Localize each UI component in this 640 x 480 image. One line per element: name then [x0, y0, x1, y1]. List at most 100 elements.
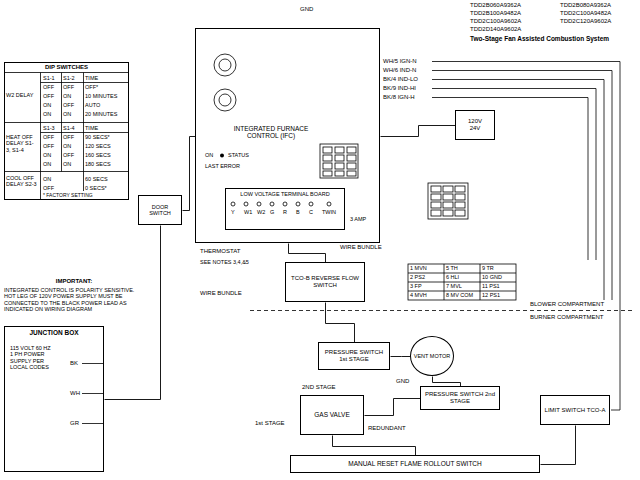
note-text: INTEGRATED CONTROL IS POLARITY SENSITIVE… — [4, 287, 144, 312]
table-cell: ON — [63, 111, 71, 117]
ground-label: GND — [396, 378, 409, 385]
limit-switch: LIMIT SWITCH TCO-A — [540, 395, 610, 425]
wire-label: WH/5 IGN-N — [383, 58, 417, 65]
wire-color: WH — [70, 390, 80, 397]
transformer: 120V24V — [455, 110, 495, 140]
table-cell: 90 SECS* — [85, 134, 110, 140]
supply-label: 115 VOLT 60 HZ 1 PH POWER SUPPLY PER LOC… — [10, 345, 55, 370]
node-text: JUNCTION BOX — [29, 329, 78, 336]
model-number: TDD2C100A9602A — [470, 18, 521, 25]
terminal-name: B — [296, 209, 300, 215]
diagram-title: Two-Stage Fan Assisted Combustion System — [470, 35, 609, 42]
model-number: TDD2D140A9602A — [470, 26, 521, 33]
terminal-name: G — [270, 209, 274, 215]
wire-connector — [391, 356, 411, 357]
gas-valve: GAS VALVE — [300, 395, 364, 435]
table-note: * FACTORY SETTING — [43, 193, 93, 199]
valve-label: REDUNDANT — [368, 425, 406, 432]
table-cell: ON — [63, 161, 71, 167]
pin-cell: 4 MVH — [410, 292, 427, 298]
pin-cell: 8 MV COM — [446, 292, 473, 298]
table-cell: S1-3 — [43, 125, 55, 131]
table-cell: 60 SECS — [85, 176, 108, 182]
table-cell: OFF* — [85, 84, 98, 90]
node-text: 120V — [468, 118, 482, 125]
table-cell: 180 SECS — [85, 161, 111, 167]
led-label: STATUS — [228, 152, 249, 158]
wire-connector — [326, 303, 355, 343]
terminal-name: W2 — [257, 209, 265, 215]
model-number: TDD2B100A9482A — [470, 10, 521, 17]
model-number: TDD2C120A9602A — [560, 18, 611, 25]
table-cell: OFF — [63, 152, 74, 158]
table-cell: OFF — [43, 185, 54, 191]
wire-connector — [381, 126, 456, 137]
wire-connector — [365, 399, 421, 416]
wire-connector — [105, 226, 161, 400]
table-cell: S1-1 — [43, 75, 55, 81]
node-text: DIP SWITCHES — [45, 64, 88, 71]
table-cell: S1-4 — [63, 125, 75, 131]
valve-label: 1st STAGE — [255, 420, 285, 427]
pin-cell: 9 TR — [482, 265, 494, 271]
led-label: LAST ERROR — [205, 163, 240, 169]
wire-connector — [541, 426, 576, 465]
pressure-switch: PRESSURE SWITCH 1st STAGE — [318, 342, 390, 370]
table-cell: OFF — [63, 84, 74, 90]
table-cell: ON — [43, 102, 51, 108]
valve-label: 2ND STAGE — [302, 384, 336, 391]
terminal-name: W1 — [244, 209, 252, 215]
fuse-label: 3 AMP — [350, 216, 366, 222]
table-cell: HEAT OFF DELAY S1-3, S1-4 — [6, 134, 38, 153]
wire-label: BK/8 IGN-H — [383, 94, 415, 101]
pin-cell: 3 FP — [410, 283, 422, 289]
table-cell: 160 SECS — [85, 152, 111, 158]
table-cell: 20 MINUTES — [85, 111, 117, 117]
reverse-flow-switch: TCO-B REVERSE FLOW SWITCH — [285, 262, 365, 302]
table-cell: OFF — [43, 134, 54, 140]
pin-cell: 11 PS1 — [482, 283, 500, 289]
part-label: THERMOSTAT — [200, 248, 240, 255]
table-cell: TIME — [85, 125, 98, 131]
table-cell: 10 MINUTES — [85, 93, 117, 99]
table-cell: ON — [43, 111, 51, 117]
model-number: TDD2B080A9362A — [560, 2, 611, 9]
pin-cell: 6 HLI — [446, 274, 459, 280]
table-cell: OFF — [43, 143, 54, 149]
terminal-name: C — [309, 209, 313, 215]
wire-connector — [183, 137, 196, 211]
table-cell: OFF — [43, 93, 54, 99]
note-reference: SEE NOTES 3,4,&5 — [200, 259, 249, 265]
terminal-name: R — [283, 209, 287, 215]
table-cell: 0 SECS* — [85, 185, 107, 191]
wire-label: BK/9 IND-HI — [383, 85, 416, 92]
table-cell: ON — [63, 143, 71, 149]
compartment-label: BURNER COMPARTMENT — [530, 314, 603, 321]
bundle-label: WIRE BUNDLE — [340, 244, 382, 251]
wire-connector — [289, 244, 326, 263]
table-cell: ON — [63, 93, 71, 99]
bundle-label: WIRE BUNDLE — [200, 290, 242, 297]
node-text: PRESSURE SWITCH 2nd STAGE — [423, 391, 497, 405]
wire-color: GR — [70, 420, 79, 427]
table-cell: AUTO — [85, 102, 100, 108]
pressure-switch: PRESSURE SWITCH 2nd STAGE — [420, 386, 500, 410]
pin-cell: 1 MVN — [410, 265, 427, 271]
rollout-switch: MANUAL RESET FLAME ROLLOUT SWITCH — [290, 455, 540, 473]
node-text: INTEGRATED FURNACE CONTROL (IFC) — [226, 125, 316, 140]
pin-cell: 5 TH — [446, 265, 458, 271]
table-cell: TIME — [85, 75, 98, 81]
node-text: GAS VALVE — [314, 411, 350, 418]
led-label: ON — [205, 152, 213, 158]
table-cell: S1-2 — [63, 75, 75, 81]
terminal-name: TWIN — [322, 209, 336, 215]
terminal-name: Y — [231, 209, 235, 215]
table-cell: OFF — [63, 102, 74, 108]
node-text: TCO-B REVERSE FLOW SWITCH — [289, 275, 361, 289]
pin-cell: 12 PS1 — [482, 292, 500, 298]
model-number: TDD2C100A9482A — [560, 10, 611, 17]
control-board: INTEGRATED FURNACE CONTROL (IFC)LOW VOLT… — [195, 28, 380, 243]
wire-connector — [333, 436, 416, 456]
node-text: DOOR SWITCH — [141, 204, 179, 217]
door-switch: DOOR SWITCH — [138, 195, 182, 225]
